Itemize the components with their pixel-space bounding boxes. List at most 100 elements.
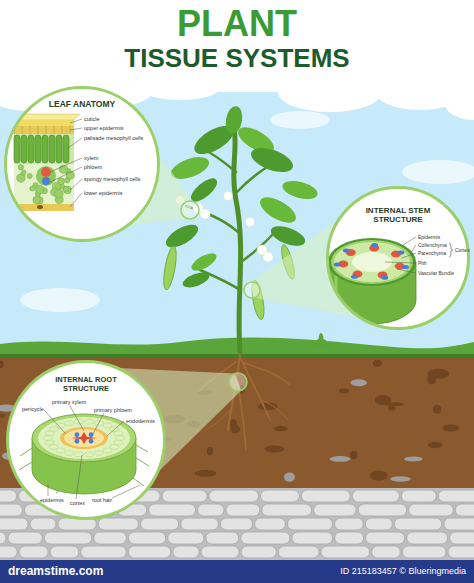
stone xyxy=(335,532,364,544)
stone xyxy=(335,518,364,530)
soil-spot xyxy=(195,470,217,477)
flower xyxy=(246,218,255,227)
part-label: cuticle xyxy=(84,116,100,123)
root-hair-symbol xyxy=(133,478,144,486)
part-label: primary phloem xyxy=(94,407,132,414)
leaf-section xyxy=(41,167,51,177)
stone xyxy=(352,490,399,502)
leaf-section xyxy=(14,204,74,211)
root-section xyxy=(19,414,149,494)
cortex-cell xyxy=(56,423,65,428)
circle-ground xyxy=(5,87,469,519)
soil-spot xyxy=(427,375,436,385)
roots xyxy=(262,400,288,420)
soil-spot xyxy=(350,451,358,459)
epidermis-cell xyxy=(62,126,63,134)
cortex-cell xyxy=(114,431,123,436)
stone xyxy=(448,546,474,558)
leader-lines xyxy=(402,253,416,258)
part-label: pericycle xyxy=(22,406,44,413)
phloem-dot xyxy=(89,432,94,437)
cortex-cells xyxy=(44,419,125,456)
stone xyxy=(0,490,17,502)
stone xyxy=(81,546,127,558)
phloem-mark xyxy=(343,248,350,252)
part-label: lower epidermis xyxy=(84,190,123,197)
sky xyxy=(0,70,474,354)
zoom-circle: INTERNAL ROOT STRUCTURE xyxy=(6,360,166,520)
watermark: dreamstime.com xyxy=(8,564,103,578)
stone xyxy=(241,532,290,544)
cortex-cell xyxy=(94,451,103,456)
zoom-spot xyxy=(181,201,199,219)
root-hair-symbol xyxy=(20,448,32,456)
leader-lines xyxy=(112,485,140,498)
epidermis-cell xyxy=(54,126,55,134)
soil-spot xyxy=(231,425,240,434)
epidermis-cell xyxy=(46,126,47,134)
leader-lines xyxy=(44,410,66,434)
sky xyxy=(140,76,220,100)
stone xyxy=(141,518,179,530)
leaf-shape xyxy=(256,192,300,228)
stone xyxy=(201,546,239,558)
soil-spot xyxy=(264,445,284,452)
stone xyxy=(226,504,260,516)
part-label: xylem xyxy=(84,155,98,162)
leaf-section xyxy=(14,120,74,126)
title: PLANT TISSUE SYSTEMS xyxy=(117,4,357,73)
palisade-cell xyxy=(28,135,34,163)
root-hair-symbol xyxy=(136,445,148,452)
soil-spot xyxy=(284,472,295,481)
leader-lines xyxy=(93,413,104,434)
stone xyxy=(261,490,300,502)
watermark: ID 215183457 © Blueringmedia xyxy=(340,566,466,577)
stone xyxy=(292,532,333,544)
cortex-cell xyxy=(85,452,94,457)
stone xyxy=(8,532,42,544)
sky xyxy=(278,72,382,112)
part-label: Collenchyma xyxy=(418,242,447,248)
vascular-bundle xyxy=(378,272,389,280)
leader-lines xyxy=(397,269,416,273)
stone xyxy=(450,532,474,544)
leader-lines xyxy=(50,167,82,182)
palisade-cell xyxy=(42,135,48,163)
vascular-bundle xyxy=(391,250,404,257)
stone xyxy=(173,546,199,558)
vascular-bundle xyxy=(369,243,379,251)
soil-spot xyxy=(404,456,422,461)
soil-spot xyxy=(442,424,459,431)
leaf-section xyxy=(42,177,50,185)
cortex-cell xyxy=(65,421,74,426)
sky xyxy=(444,84,474,120)
leader-lines xyxy=(70,193,82,207)
stone xyxy=(209,490,259,502)
part-label: Parenchyma xyxy=(418,250,446,256)
soil-spot xyxy=(428,442,443,449)
spongy-cell xyxy=(58,178,65,185)
leader-lines xyxy=(385,262,416,263)
leaf-section xyxy=(14,114,80,211)
circle-outline xyxy=(4,86,160,242)
cortex-cell xyxy=(65,451,74,456)
phloem-mark xyxy=(371,243,378,247)
spongy-cell xyxy=(59,165,67,173)
palisade-cell xyxy=(63,135,69,163)
leader-lines xyxy=(403,237,416,245)
stone xyxy=(241,546,276,558)
part-label: Vascular Bundle xyxy=(418,270,454,276)
stone xyxy=(365,518,392,530)
leader-lines xyxy=(70,119,82,123)
small-plant xyxy=(308,333,334,351)
stone-layer xyxy=(0,490,474,558)
phloem-mark xyxy=(402,265,409,269)
vascular-bundle xyxy=(334,243,409,280)
stone xyxy=(168,532,204,544)
stone xyxy=(149,504,196,516)
palisade-cell xyxy=(21,135,27,163)
roots xyxy=(242,362,290,385)
stone xyxy=(98,518,138,530)
